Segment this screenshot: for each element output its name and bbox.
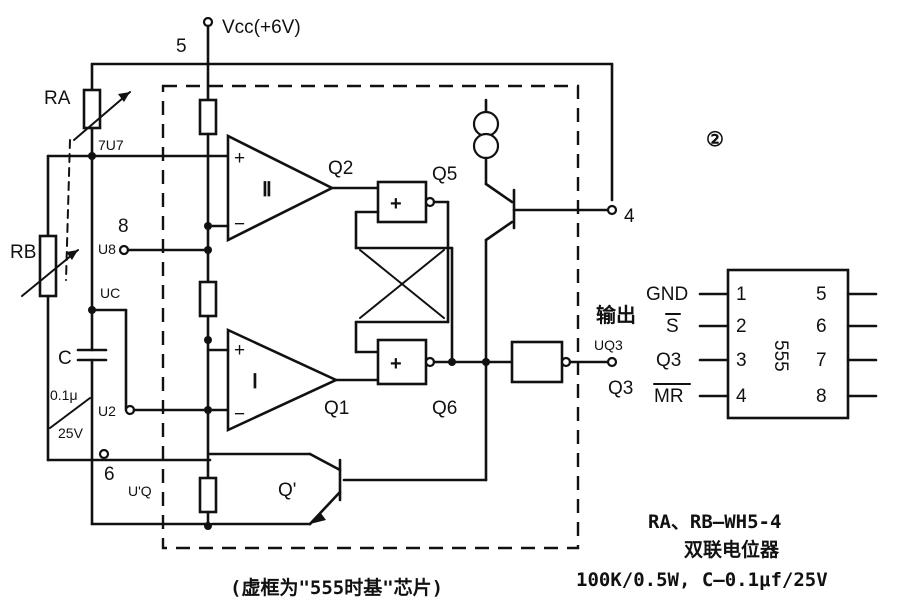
- u7-label: 7U7: [98, 137, 124, 153]
- rb-label: RB: [10, 242, 36, 263]
- pin6-label: 6: [104, 464, 115, 485]
- uq3-label: UQ3: [594, 337, 623, 353]
- chip-right-num-8: 8: [816, 386, 827, 407]
- chip-right-num-6: 6: [816, 316, 827, 337]
- svg-text:+: +: [234, 148, 245, 169]
- svg-text:+: +: [390, 353, 402, 375]
- q-prime-label: Q': [278, 480, 296, 501]
- divider-resistor-mid: [198, 280, 218, 318]
- divider-resistor-bottom: [198, 476, 218, 514]
- svg-text:−: −: [234, 214, 245, 235]
- pin5-label: 5: [176, 36, 187, 57]
- pin4-label: 4: [624, 206, 635, 227]
- note-specs: 100K/0.5W, C—0.1μf/25V: [576, 569, 828, 591]
- u2-label: U2: [98, 403, 116, 419]
- chip-555-body: [726, 268, 850, 420]
- q3-out-label: Q3: [608, 378, 633, 399]
- chip-left-name-4: MR: [654, 386, 684, 407]
- chip-555-label: 555: [770, 340, 791, 372]
- svg-text:+: +: [234, 340, 245, 361]
- gate-q5: [376, 180, 428, 224]
- note-pot: 双联电位器: [684, 538, 780, 561]
- q2-label: Q2: [328, 158, 353, 179]
- chip-left-num-3: 3: [736, 350, 747, 371]
- chip-left-name-1: GND: [646, 284, 688, 305]
- pin6-terminal: [98, 448, 110, 460]
- chip-left-name-3: Q3: [656, 350, 681, 371]
- pin4-terminal: [606, 204, 618, 216]
- cap-c-label: C: [58, 348, 72, 369]
- svg-text:+: +: [390, 193, 402, 215]
- chip-left-num-2: 2: [736, 316, 747, 337]
- comparator-2: [226, 133, 335, 243]
- chip-right-num-7: 7: [816, 350, 827, 371]
- chip-left-num-1: 1: [736, 284, 747, 305]
- note-ra-rb: RA、RB—WH5-4: [648, 511, 781, 533]
- q6-label: Q6: [432, 398, 457, 419]
- q5-label: Q5: [432, 164, 457, 185]
- gate-q6: [376, 338, 428, 386]
- vcc-label: Vcc(+6V): [222, 17, 301, 38]
- svg-text:−: −: [234, 404, 245, 425]
- output-cn: 输出: [596, 303, 636, 327]
- divider-resistor-top: [198, 98, 218, 136]
- comparator-2-num: Ⅱ: [262, 179, 272, 201]
- figure-number: ②: [706, 129, 724, 151]
- output-buffer: [510, 340, 564, 384]
- uq-label: U'Q: [128, 483, 152, 499]
- comparator-1: [226, 327, 340, 433]
- comparator-1-num: Ⅰ: [252, 371, 258, 393]
- pin3-terminal: [606, 356, 618, 368]
- q1-label: Q1: [324, 398, 349, 419]
- chip-frame-dashed: [161, 84, 580, 550]
- pin8-label: 8: [118, 216, 129, 237]
- cap-value: 0.1μ: [50, 387, 78, 403]
- resistor-rb: [38, 234, 58, 298]
- frame-caption: (虚框为"555时基"芯片): [230, 576, 443, 599]
- u8-label: U8: [98, 241, 116, 257]
- chip-right-num-5: 5: [816, 284, 827, 305]
- chip-left-num-4: 4: [736, 386, 747, 407]
- chip-left-name-2: S: [666, 316, 679, 337]
- resistor-ra: [82, 88, 102, 130]
- cap-voltage: 25V: [58, 425, 84, 441]
- uc-label: UC: [100, 285, 120, 301]
- ra-label: RA: [44, 88, 71, 109]
